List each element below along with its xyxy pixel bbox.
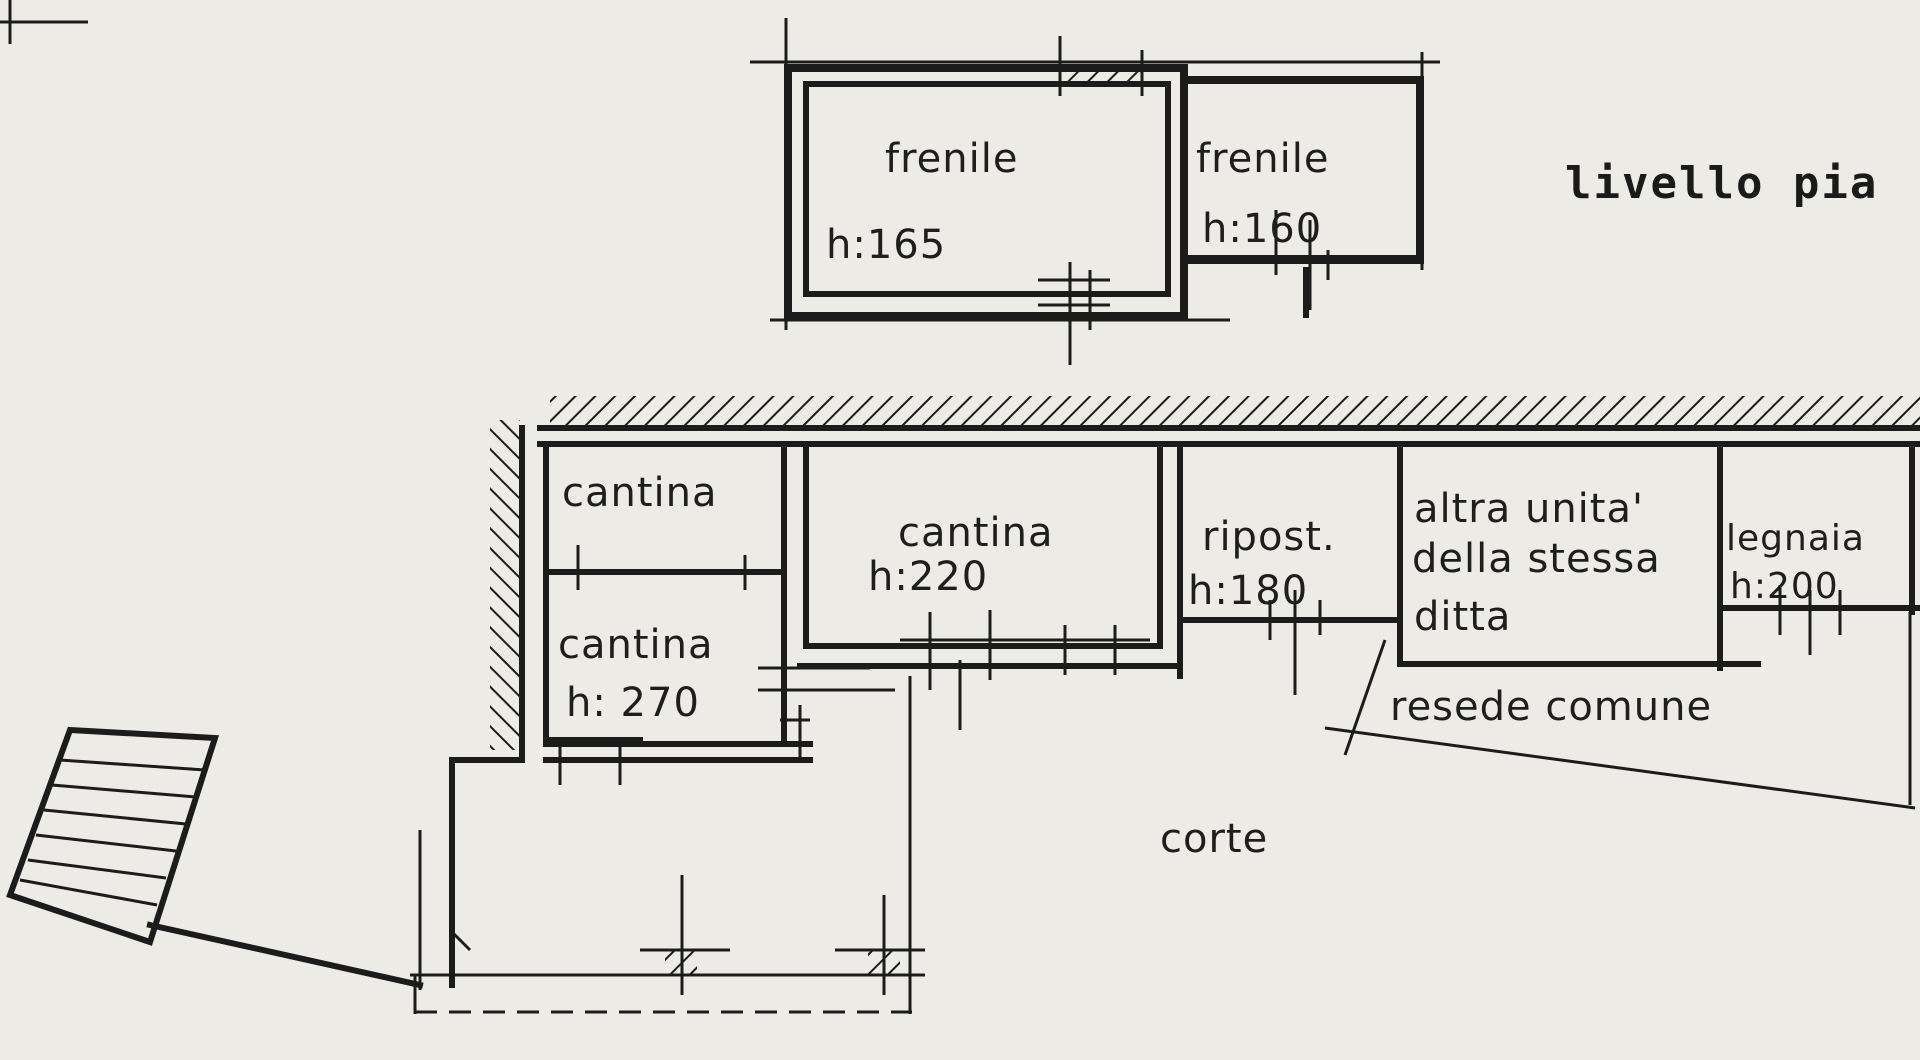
cantina-3-name: cantina xyxy=(898,510,1054,556)
altra-unita-line3: ditta xyxy=(1414,594,1511,640)
fienile-2-name: frenile xyxy=(1196,136,1329,182)
cantina-3-height: h:220 xyxy=(868,554,988,600)
fienile-2-height: h:160 xyxy=(1202,206,1322,252)
ripostiglio-height: h:180 xyxy=(1188,568,1308,614)
level-title: livello pia xyxy=(1565,158,1878,209)
resede-label: resede comune xyxy=(1390,684,1712,730)
staircase xyxy=(6,726,424,989)
fienile-1-name: frenile xyxy=(885,136,1018,182)
legnaia-name: legnaia xyxy=(1726,518,1865,559)
corner-mark xyxy=(0,0,88,44)
altra-unita-line2: della stessa xyxy=(1412,536,1661,582)
cantina-2-name: cantina xyxy=(558,622,714,668)
cantina-1-name: cantina xyxy=(562,470,718,516)
cantina-2-height: h: 270 xyxy=(566,680,700,726)
upper-block xyxy=(750,18,1440,365)
fienile-1-height: h:165 xyxy=(826,222,946,268)
ripostiglio-name: ripost. xyxy=(1202,514,1336,560)
legnaia-height: h:200 xyxy=(1730,566,1839,607)
lower-block xyxy=(410,396,1920,1014)
corte-label: corte xyxy=(1160,816,1268,862)
altra-unita-line1: altra unita' xyxy=(1414,486,1644,532)
